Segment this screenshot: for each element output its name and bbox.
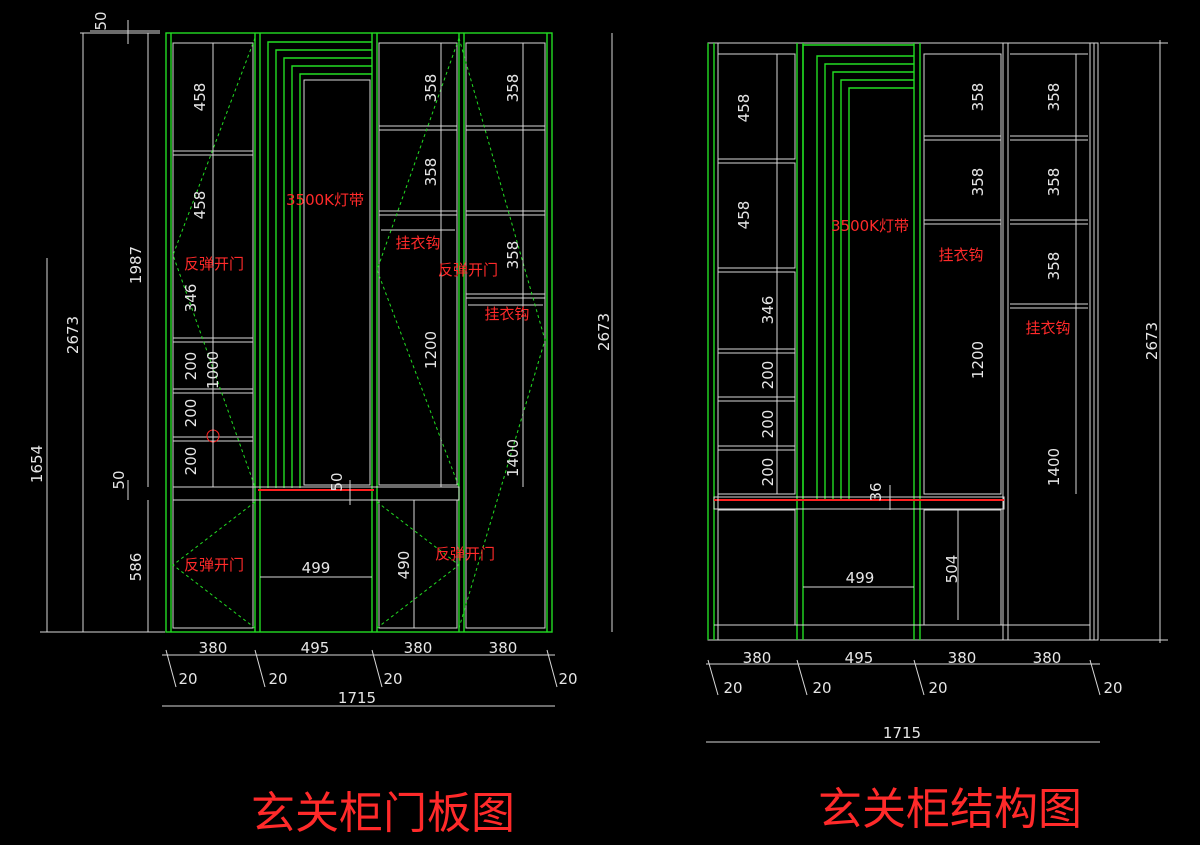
- structure-drawing: [706, 40, 1168, 743]
- label-hook-left-1: 挂衣钩: [395, 234, 440, 252]
- dim-c1-458b: 458: [191, 191, 209, 220]
- dim-c1-200b: 200: [182, 399, 200, 428]
- dim-gap3: 20: [383, 670, 402, 688]
- dim-c3-490: 490: [395, 551, 413, 580]
- dim-col1-r: 380: [743, 649, 772, 667]
- dim-586: 586: [127, 553, 145, 582]
- led-strip-lines: [267, 41, 372, 488]
- dim-50-top: 50: [92, 11, 110, 30]
- dim-total-width-r: 1715: [883, 724, 921, 742]
- door-swing-lines: [172, 37, 546, 629]
- dim-c3-358b: 358: [422, 158, 440, 187]
- dim-gap1: 20: [178, 670, 197, 688]
- structure-outline: [707, 42, 1099, 641]
- label-push-door-4: 反弹开门: [435, 545, 495, 563]
- door-panel-drawing: [40, 20, 613, 707]
- label-hook-right-1: 挂衣钩: [938, 246, 983, 264]
- title-door-panel: 玄关柜门板图: [251, 788, 515, 839]
- label-led-left: 3500K灯带: [286, 191, 364, 209]
- label-push-door-1: 反弹开门: [184, 255, 244, 273]
- label-led-right: 3500K灯带: [831, 217, 909, 235]
- dim-r-c3-504: 504: [943, 555, 961, 584]
- dim-c4-358b: 358: [504, 241, 522, 270]
- dim-niche-499: 499: [302, 559, 331, 577]
- dim-2673-right: 2673: [595, 313, 613, 351]
- dim-r-c3-1200: 1200: [969, 341, 987, 379]
- dim-1654: 1654: [28, 445, 46, 483]
- dim-shelf-50: 50: [328, 472, 346, 491]
- dim-niche-499-r: 499: [846, 569, 875, 587]
- dim-gap2-r: 20: [812, 679, 831, 697]
- dim-r-c1-200b: 200: [759, 410, 777, 439]
- dim-gap2: 20: [268, 670, 287, 688]
- dim-r-c4-358b: 358: [1045, 168, 1063, 197]
- led-strip-lines-right: [802, 44, 914, 500]
- dim-col4: 380: [489, 639, 518, 657]
- dim-col2-r: 495: [845, 649, 874, 667]
- dim-total-width: 1715: [338, 689, 376, 707]
- label-push-door-3: 反弹开门: [184, 556, 244, 574]
- dim-r-c4-358c: 358: [1045, 252, 1063, 281]
- dim-1987: 1987: [127, 246, 145, 284]
- title-structure: 玄关柜结构图: [818, 784, 1082, 835]
- dim-c3-358a: 358: [422, 74, 440, 103]
- dim-r-c3-358b: 358: [969, 168, 987, 197]
- dim-c1-1000: 1000: [204, 351, 222, 389]
- dim-c4-358a: 358: [504, 74, 522, 103]
- dim-c1-458a: 458: [191, 83, 209, 112]
- dim-r-c1-200c: 200: [759, 458, 777, 487]
- dim-r-c1-458b: 458: [735, 201, 753, 230]
- cabinet-outline: [165, 32, 553, 633]
- dim-col2: 495: [301, 639, 330, 657]
- dim-2673-structure: 2673: [1143, 322, 1161, 360]
- dim-gap3-r: 20: [928, 679, 947, 697]
- label-push-door-2: 反弹开门: [438, 261, 498, 279]
- dim-gap4-r: 20: [1103, 679, 1122, 697]
- dim-shelf-36: 36: [867, 482, 885, 501]
- dim-c1-200c: 200: [182, 447, 200, 476]
- dim-r-c4-1400: 1400: [1045, 448, 1063, 486]
- dim-r-c1-200a: 200: [759, 361, 777, 390]
- dim-col3: 380: [404, 639, 433, 657]
- dim-2673-left: 2673: [64, 316, 82, 354]
- dim-c1-200a: 200: [182, 352, 200, 381]
- dim-col3-r: 380: [948, 649, 977, 667]
- dim-r-c4-358a: 358: [1045, 83, 1063, 112]
- dim-col1: 380: [199, 639, 228, 657]
- dim-c1-346: 346: [182, 284, 200, 313]
- dim-r-c1-458a: 458: [735, 94, 753, 123]
- label-hook-right-2: 挂衣钩: [1025, 319, 1070, 337]
- dim-col4-r: 380: [1033, 649, 1062, 667]
- dim-gap4: 20: [558, 670, 577, 688]
- dim-gap1-r: 20: [723, 679, 742, 697]
- dim-r-c3-358a: 358: [969, 83, 987, 112]
- dim-r-c1-346: 346: [759, 296, 777, 325]
- dim-50-mid: 50: [110, 470, 128, 489]
- label-hook-left-2: 挂衣钩: [484, 305, 529, 323]
- dim-c4-1400: 1400: [504, 439, 522, 477]
- dim-c3-1200: 1200: [422, 331, 440, 369]
